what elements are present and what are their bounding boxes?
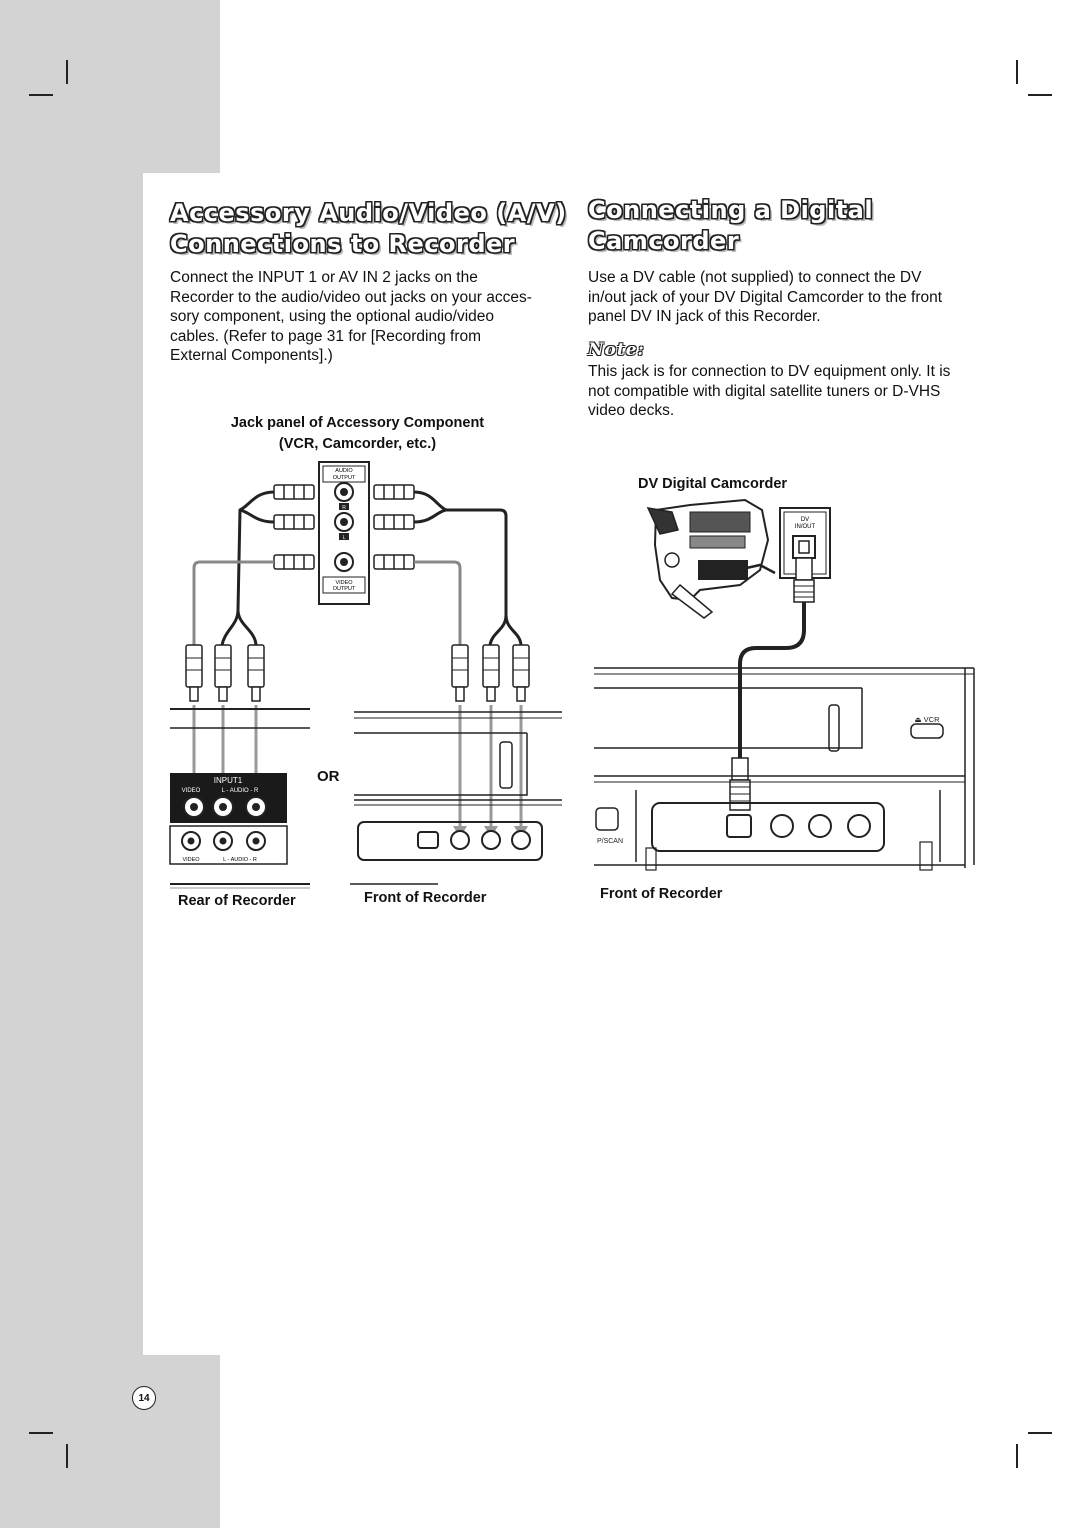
- body-line: This jack is for connection to DV equipm…: [588, 363, 951, 380]
- av-connections-body: Connect the INPUT 1 or AV IN 2 jacks on …: [170, 268, 532, 366]
- title-line: Accessory Audio/Video (A/V): [170, 199, 567, 227]
- crop-mark: [29, 1432, 53, 1434]
- note-label: Note:: [588, 340, 645, 360]
- crop-mark: [1016, 60, 1018, 84]
- page-number: 14: [132, 1386, 156, 1410]
- crop-mark: [29, 94, 53, 96]
- section-title-av-connections: Accessory Audio/Video (A/V) Connections …: [170, 198, 567, 260]
- body-line: video decks.: [588, 402, 675, 420]
- body-line: sory component, using the optional audio…: [170, 308, 494, 326]
- dv-camcorder-label: DV Digital Camcorder: [638, 476, 788, 492]
- body-line: External Components].): [170, 347, 333, 365]
- body-line: in/out jack of your DV Digital Camcorder…: [588, 288, 943, 306]
- caption-line: Jack panel of Accessory Component: [230, 415, 485, 431]
- title-line: Connecting a Digital: [588, 196, 874, 224]
- body-line: not compatible with digital satellite tu…: [588, 382, 941, 400]
- title-line: Connections to Recorder: [170, 230, 516, 258]
- jack-panel-caption: Jack panel of Accessory Component (VCR, …: [160, 413, 555, 455]
- body-line: panel DV IN jack of this Recorder.: [588, 308, 821, 326]
- body-line: Use a DV cable (not supplied) to connect…: [588, 269, 922, 286]
- or-label: OR: [317, 768, 340, 785]
- title-line: Camcorder: [588, 227, 740, 255]
- caption-line: (VCR, Camcorder, etc.): [278, 436, 437, 452]
- rear-of-recorder-label: Rear of Recorder: [178, 893, 296, 909]
- front-of-recorder-label-dv: Front of Recorder: [600, 886, 723, 902]
- crop-mark: [66, 1444, 68, 1468]
- crop-mark: [1028, 1432, 1052, 1434]
- page-content-area: [143, 173, 1080, 1355]
- crop-mark: [1016, 1444, 1018, 1468]
- body-line: Recorder to the audio/video out jacks on…: [170, 288, 532, 306]
- crop-mark: [1028, 94, 1052, 96]
- body-line: cables. (Refer to page 31 for [Recording…: [170, 327, 482, 345]
- body-line: Connect the INPUT 1 or AV IN 2 jacks on …: [170, 269, 478, 286]
- front-of-recorder-label: Front of Recorder: [364, 890, 487, 906]
- digital-camcorder-body: Use a DV cable (not supplied) to connect…: [588, 268, 942, 327]
- crop-mark: [66, 60, 68, 84]
- note-body: This jack is for connection to DV equipm…: [588, 362, 950, 421]
- section-title-digital-camcorder: Connecting a Digital Camcorder: [588, 195, 873, 257]
